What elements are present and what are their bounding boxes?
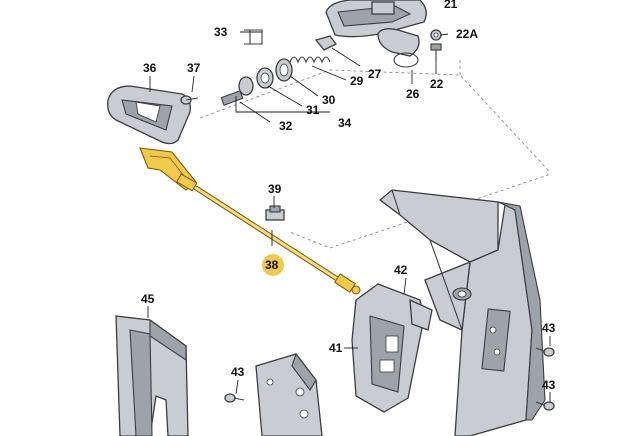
- label-21: 21: [444, 0, 458, 11]
- label-31: 31: [306, 103, 320, 117]
- screw-43-left: [224, 393, 245, 403]
- label-43-upper-right: 43: [542, 321, 556, 335]
- label-22: 22: [430, 77, 444, 91]
- bolt-22: [430, 43, 442, 62]
- label-43-lower-right: 43: [542, 378, 556, 392]
- clip-27: [314, 35, 337, 51]
- spring-29: [289, 56, 331, 64]
- label-41: 41: [329, 341, 343, 355]
- lock-cylinder-parts: [220, 58, 293, 106]
- label-39: 39: [268, 182, 282, 196]
- door-pillar-panel: [378, 189, 546, 436]
- part-labels: 21 22A 22 26 27 29 30 31 32 33 34 36 37 …: [141, 0, 556, 392]
- lock-bracket-lower: [255, 352, 323, 436]
- label-42: 42: [394, 263, 408, 277]
- label-22a: 22A: [456, 27, 478, 41]
- outer-handle-assembly: [325, 0, 427, 68]
- label-45: 45: [141, 292, 155, 306]
- lock-cover-45: [115, 315, 189, 436]
- label-33: 33: [214, 25, 228, 39]
- release-cable-38: [139, 147, 361, 295]
- label-32: 32: [279, 119, 293, 133]
- highlight-marker: [262, 254, 284, 276]
- label-37: 37: [187, 61, 201, 75]
- label-26: 26: [406, 87, 420, 101]
- label-36: 36: [143, 61, 157, 75]
- screw-43-upper-right: [535, 347, 555, 357]
- label-43-left: 43: [231, 365, 245, 379]
- door-lock-mechanism-41: [351, 283, 433, 413]
- label-34: 34: [338, 116, 352, 130]
- label-30: 30: [322, 93, 336, 107]
- assembly-frame-outline: [199, 69, 549, 249]
- leader-lines: [147, 31, 551, 402]
- screw-37: [180, 95, 199, 105]
- screw-43-lower-right: [535, 401, 555, 411]
- label-27: 27: [368, 67, 382, 81]
- cable-clip-39: [265, 205, 285, 221]
- label-38: 38: [265, 258, 279, 272]
- inner-door-handle-36: [107, 85, 191, 145]
- label-29: 29: [350, 74, 364, 88]
